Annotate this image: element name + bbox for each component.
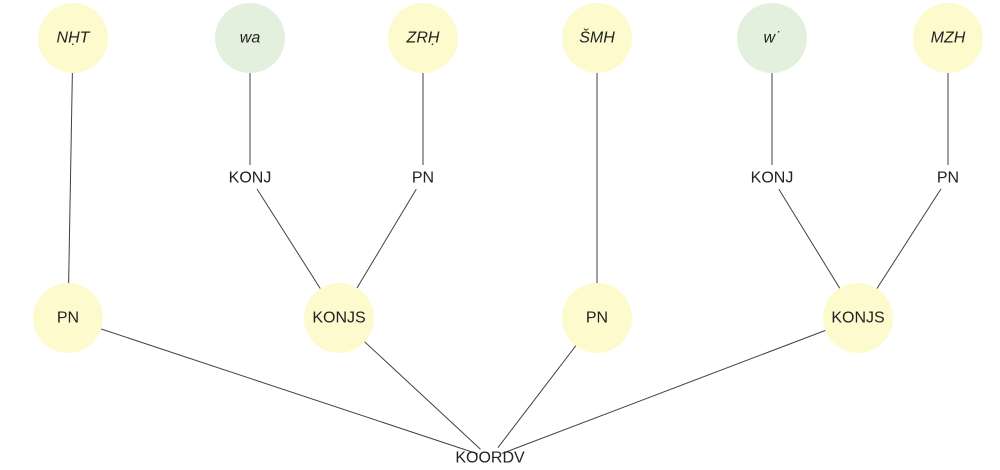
node-circle-yellow <box>38 3 108 73</box>
node-label: KONJS <box>831 310 884 327</box>
node-label: KONJ <box>229 170 272 187</box>
node-label: KONJ <box>751 170 794 187</box>
tree-nodes: NḤT wa ZRḤ ŠMH w˙ MZH KONJ PN KONJ PN PN KONJS PN KON… <box>33 3 983 467</box>
node-label: NḤT <box>57 30 91 47</box>
node-label: ZRḤ <box>406 30 440 47</box>
edge-pn1-koordv <box>67 317 478 455</box>
node-circle-yellow <box>562 3 632 73</box>
node-circle-green <box>215 3 285 73</box>
edge-nht-pn1 <box>67 37 74 319</box>
node-pn4: PN <box>937 170 959 187</box>
node-circle-green <box>737 3 807 73</box>
node-pn3: PN <box>562 283 632 353</box>
node-label: PN <box>586 310 608 327</box>
edge-konjs2-koordv <box>502 317 859 454</box>
node-circle-yellow <box>562 283 632 353</box>
node-label: wa <box>240 30 261 47</box>
node-label: KOORDV <box>455 450 525 467</box>
node-konjs2: KONJS <box>823 283 893 353</box>
node-circle-yellow <box>913 3 983 73</box>
node-label: ŠMH <box>579 28 615 47</box>
node-circle-yellow <box>823 283 893 353</box>
node-konjs1: KONJS <box>304 283 374 353</box>
node-koordv: KOORDV <box>455 450 525 467</box>
node-label: w˙ <box>764 30 781 47</box>
node-label: KONJS <box>312 310 365 327</box>
node-circle-yellow <box>33 283 103 353</box>
node-w: w˙ <box>737 3 807 73</box>
node-label: PN <box>412 170 434 187</box>
tree-edges <box>67 37 949 455</box>
node-konj2: KONJ <box>751 170 794 187</box>
node-label: PN <box>57 310 79 327</box>
node-zrh: ZRḤ <box>388 3 458 73</box>
node-smh: ŠMH <box>562 3 632 73</box>
node-wa: wa <box>215 3 285 73</box>
node-label: PN <box>937 170 959 187</box>
node-nht: NḤT <box>38 3 108 73</box>
node-pn1: PN <box>33 283 103 353</box>
node-label: MZH <box>931 30 966 47</box>
node-konj1: KONJ <box>229 170 272 187</box>
node-mzh: MZH <box>913 3 983 73</box>
node-circle-yellow <box>388 3 458 73</box>
node-circle-yellow <box>304 283 374 353</box>
node-pn2: PN <box>412 170 434 187</box>
